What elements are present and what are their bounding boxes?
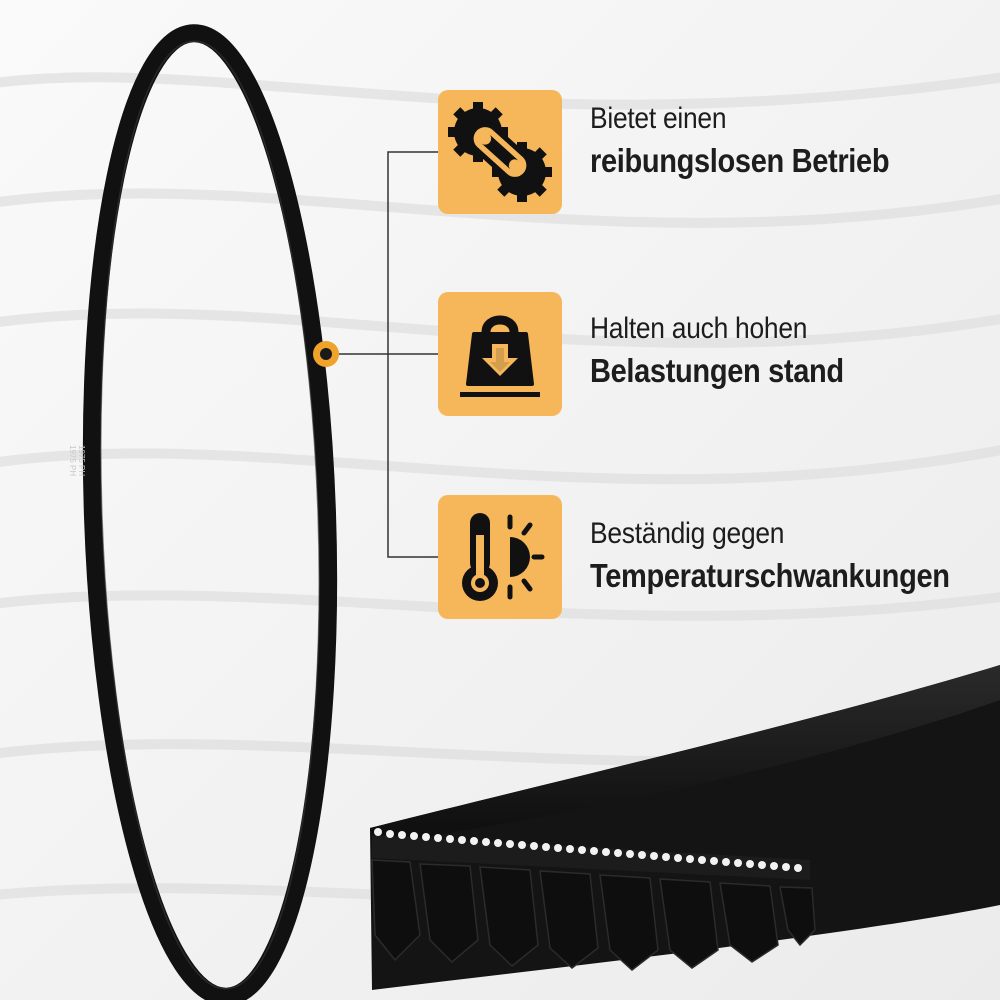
feature-text-smooth-operation: Bietet einen reibungslosen Betrieb [590,102,990,180]
feature-tile-high-load [438,292,562,416]
belt-cord-dots [374,828,802,872]
feature-tile-temperature [438,495,562,619]
belt-loop [82,24,338,1000]
belt-print-line-a: 1975 PH [77,445,86,477]
belt-closeup [370,665,1000,990]
feature-text-temperature: Beständig gegen Temperaturschwankungen [590,517,990,595]
feature-line2: Temperaturschwankungen [590,557,950,594]
feature-tile-smooth-operation [438,90,562,214]
thermometer-sun-icon [438,495,562,619]
weight-load-icon [438,292,562,416]
feature-line1: Bietet einen [590,102,727,135]
feature-line1: Beständig gegen [590,517,785,550]
feature-text-high-load: Halten auch hohen Belastungen stand [590,312,990,390]
connector-dot [313,341,339,367]
gear-belt-icon [438,90,562,214]
belt-print-line-b: 1975 PH [68,445,77,477]
connector-lines [335,151,438,558]
feature-line1: Halten auch hohen [590,312,808,345]
feature-line2: reibungslosen Betrieb [590,142,890,179]
belt-ribs [371,859,816,971]
belt-print-text: 1975 PH 1975 PH [68,445,86,505]
feature-line2: Belastungen stand [590,352,844,389]
